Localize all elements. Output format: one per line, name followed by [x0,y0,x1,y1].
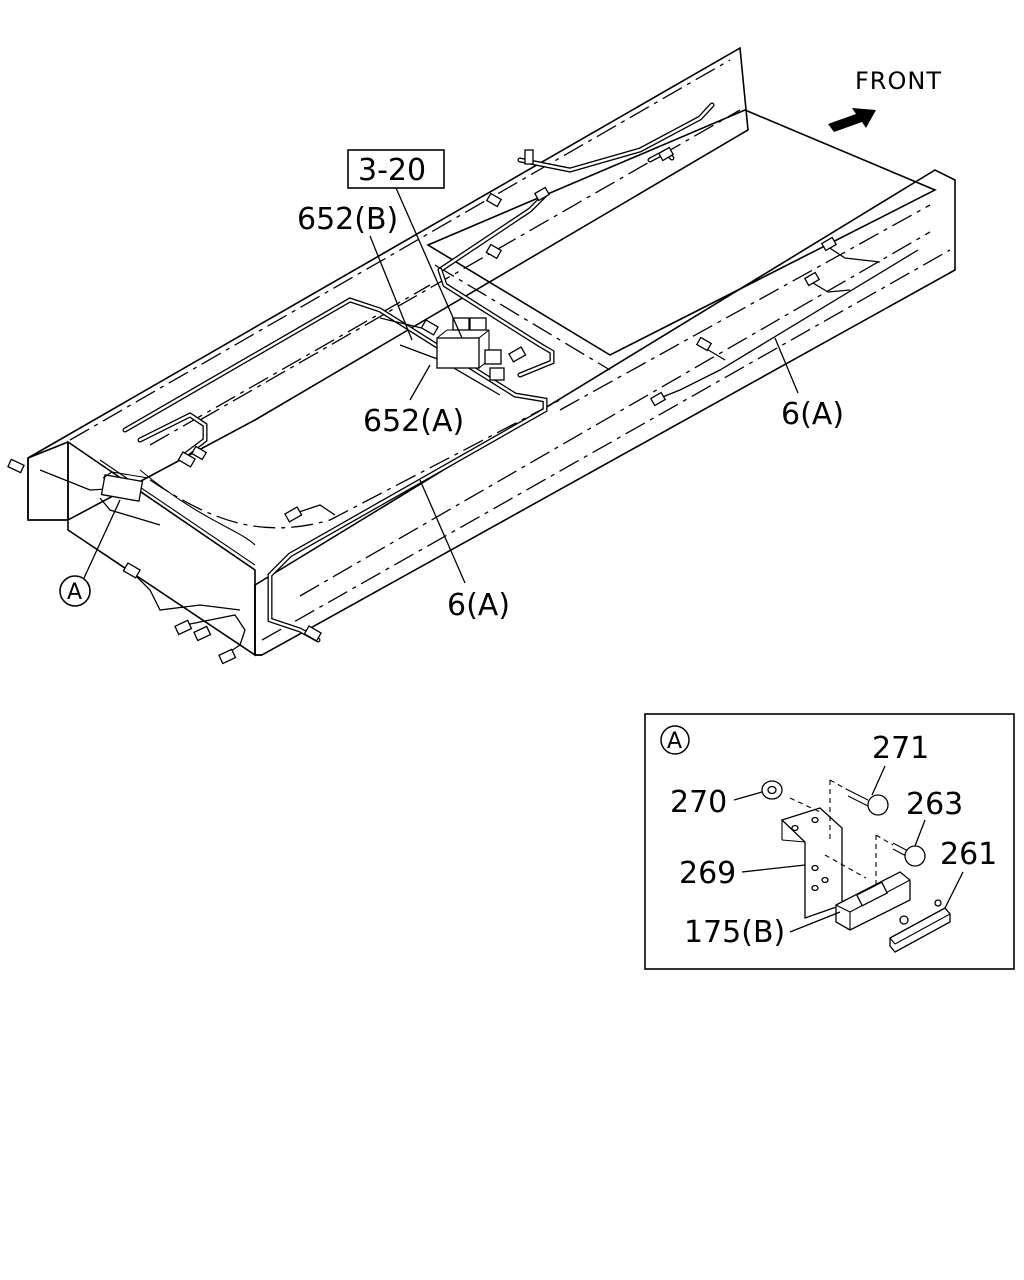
detail-marker-label: A [667,729,682,754]
harness-6a-main [122,102,715,643]
label-263: 263 [906,787,963,822]
label-175b: 175(B) [684,915,785,950]
connectors [7,146,838,665]
label-261: 261 [940,837,997,872]
harness-6a-right [654,244,919,401]
label-6a-lower: 6(A) [447,588,510,623]
detail-a-panel: A [644,713,1015,970]
front-label: FRONT [855,67,942,95]
callout-652a: 652(A) [363,364,464,439]
ref-box-3-20: 3-20 [347,149,463,339]
callout-a-marker: A [59,499,121,607]
label-269: 269 [679,856,736,891]
lamp-housing-175b-icon [835,871,911,931]
bolt-271-icon [847,789,889,816]
callout-6a-lower: 6(A) [419,479,510,623]
rear-cross-member [67,440,256,657]
marker-a-label: A [67,580,82,605]
label-271: 271 [872,731,929,766]
right-frame-rail [254,169,956,656]
relay-block [436,317,505,381]
front-arrow-icon [828,108,876,132]
front-cross-member [426,109,937,411]
label-652a: 652(A) [363,404,464,439]
left-frame-rail [27,46,749,521]
ref-box-label: 3-20 [358,153,426,188]
callout-652b: 652(B) [297,202,413,341]
junction-box-a [100,471,149,502]
callout-6a-right: 6(A) [774,337,844,432]
label-270: 270 [670,785,727,820]
lens-261-icon [889,899,951,953]
nut-270-icon [761,780,783,800]
label-652b: 652(B) [297,202,398,237]
label-6a-right: 6(A) [781,397,844,432]
